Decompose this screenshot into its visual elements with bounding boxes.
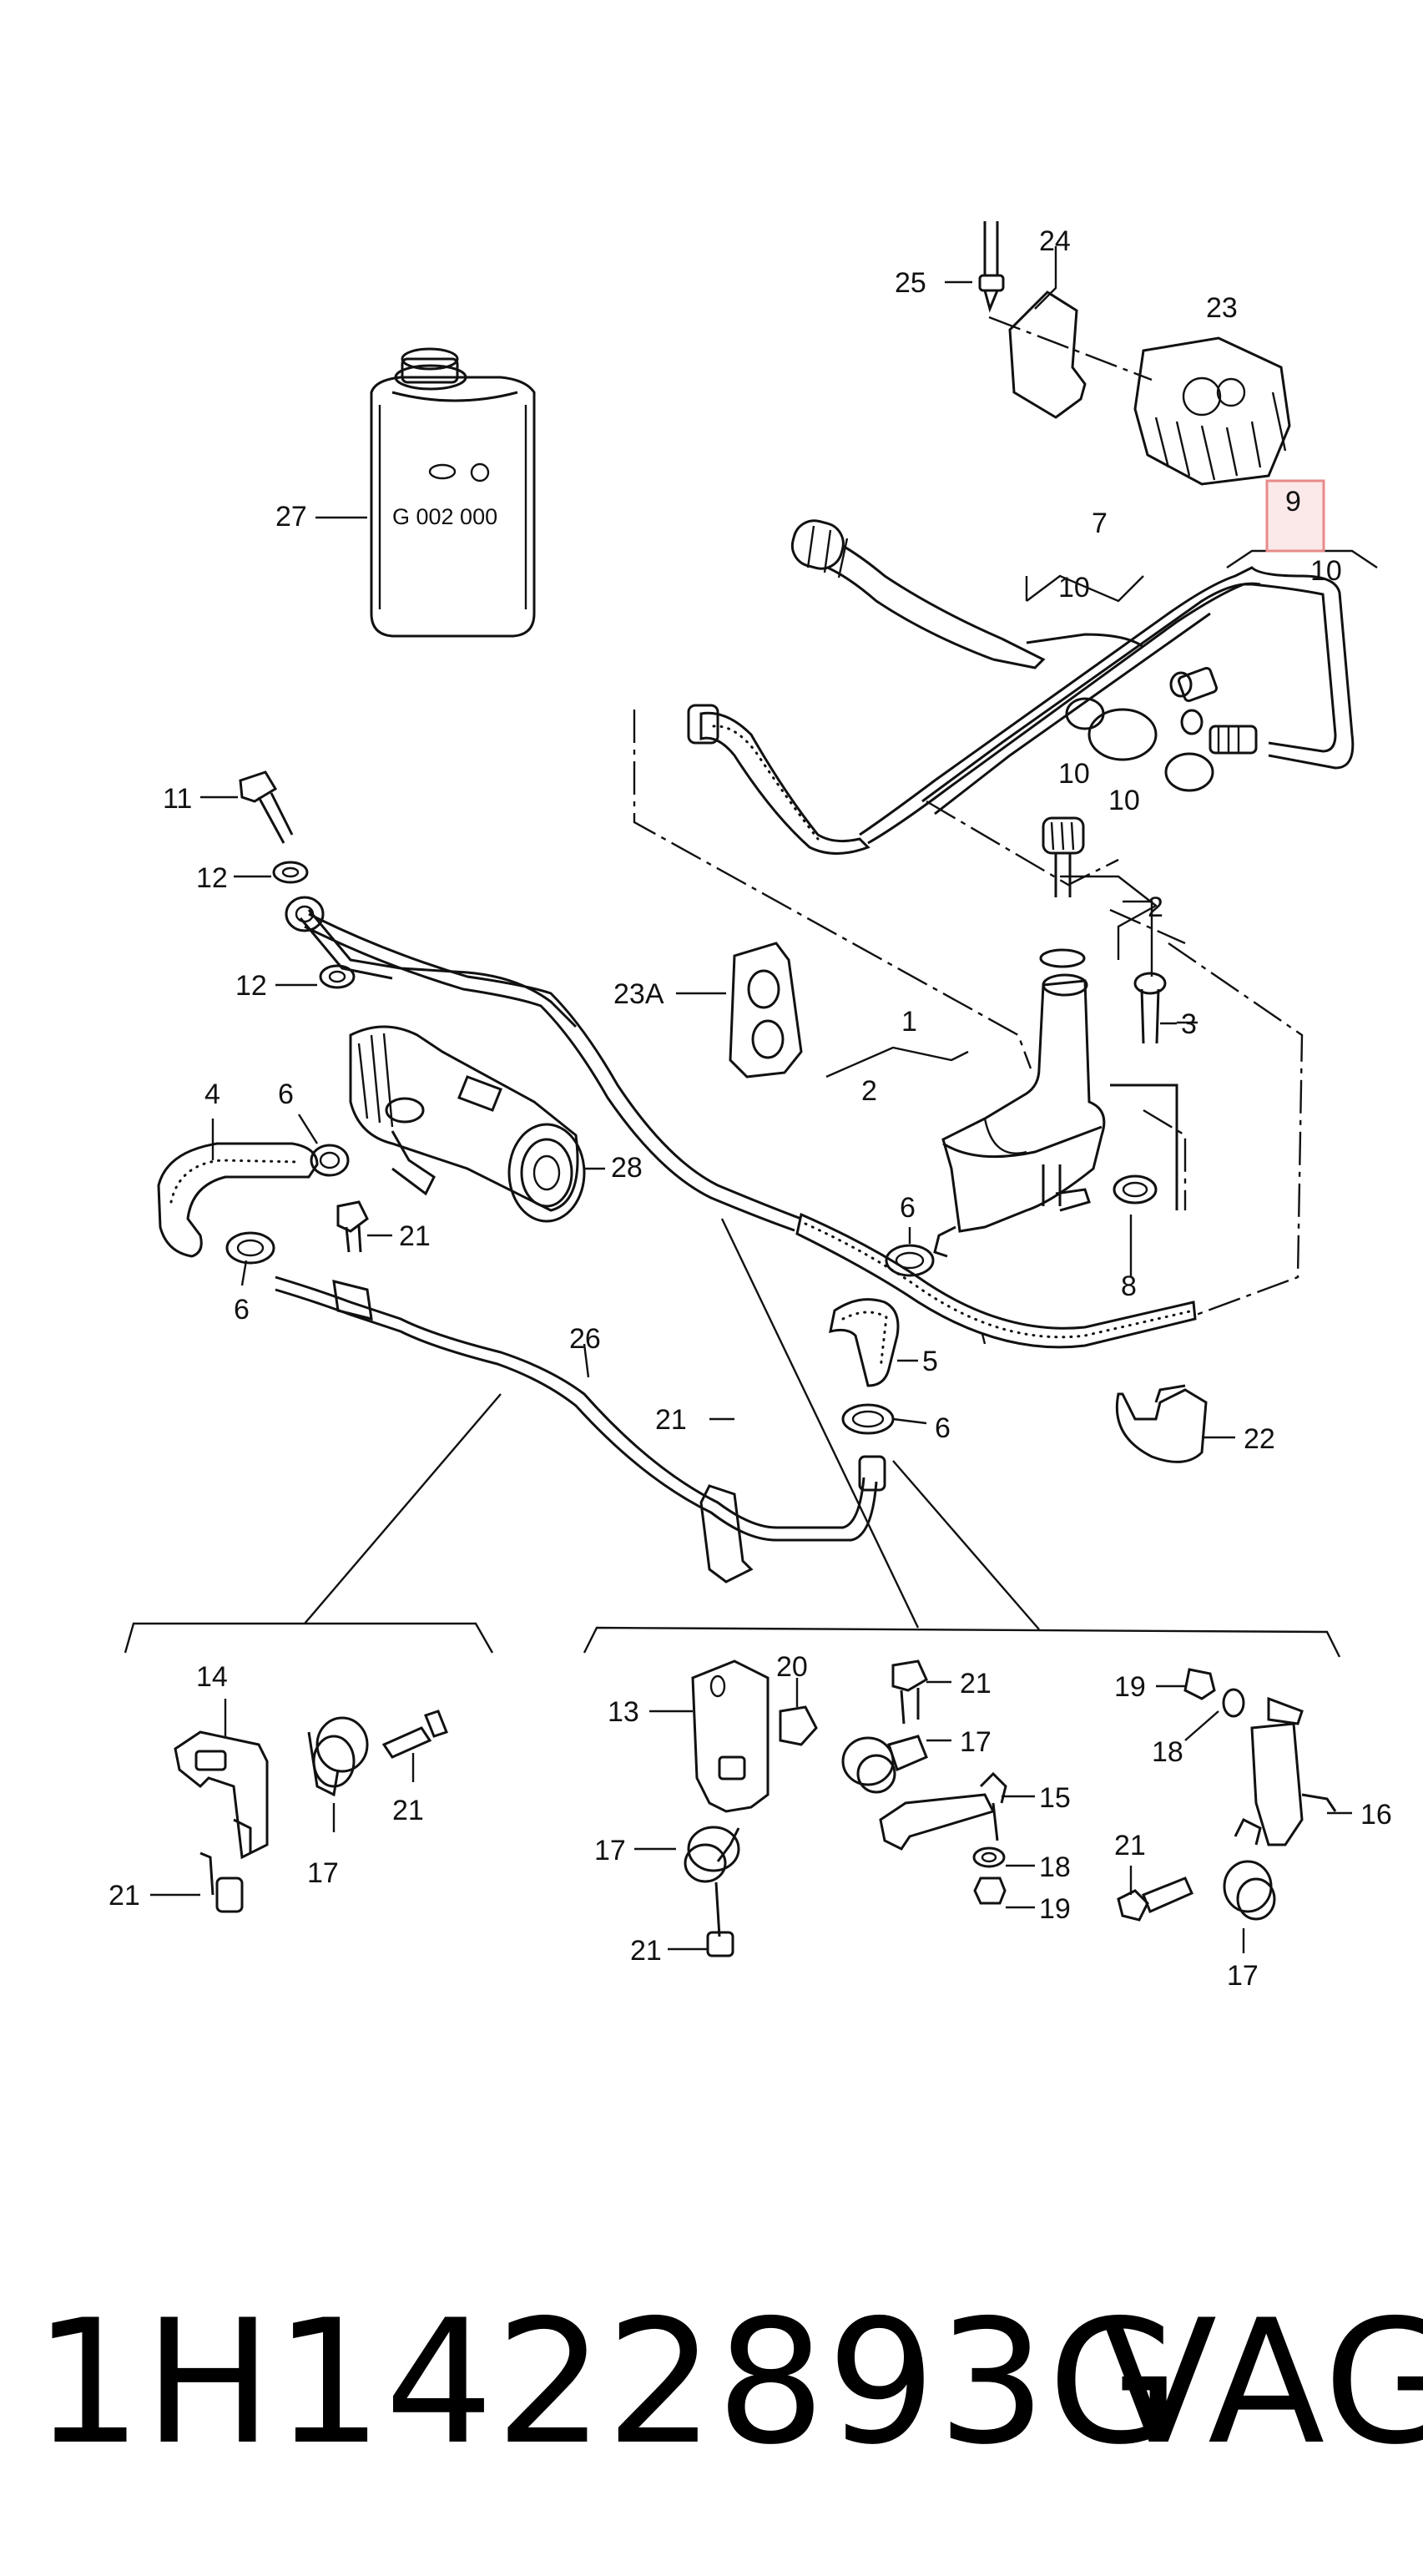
callout-22: 22 bbox=[1244, 1423, 1275, 1455]
callout-20: 20 bbox=[776, 1651, 808, 1683]
callout-18-right: 18 bbox=[1152, 1736, 1183, 1768]
clip-23a-illustration bbox=[729, 942, 803, 1078]
callout-9: 9 bbox=[1285, 486, 1301, 518]
callout-25: 25 bbox=[895, 267, 926, 299]
callout-6-left-bottom: 6 bbox=[234, 1294, 250, 1326]
callout-5: 5 bbox=[922, 1346, 938, 1377]
callout-16: 16 bbox=[1360, 1799, 1392, 1831]
part-number-text: 1H1422893G bbox=[33, 2284, 1183, 2483]
callout-21-mid: 21 bbox=[399, 1220, 431, 1252]
callout-18-middle: 18 bbox=[1039, 1851, 1071, 1883]
callout-10-bottom: 10 bbox=[1108, 785, 1140, 816]
fluid-can-illustration: G 002 000 bbox=[370, 347, 536, 638]
callout-2-left: 2 bbox=[861, 1075, 877, 1107]
callout-10-left: 10 bbox=[1058, 758, 1090, 790]
detail-group-middle-illustration bbox=[684, 1659, 1007, 1957]
relay-bracket-illustration bbox=[978, 221, 1291, 486]
group-brackets bbox=[124, 549, 1378, 1658]
detail-group-right-illustration bbox=[1117, 1668, 1337, 1922]
callout-21-left-bottom: 21 bbox=[108, 1880, 140, 1912]
callout-19-middle: 19 bbox=[1039, 1893, 1071, 1925]
callout-6-left-top: 6 bbox=[278, 1078, 294, 1110]
master-cylinder-illustration bbox=[239, 770, 586, 1223]
callout-10-top-right: 10 bbox=[1310, 555, 1342, 587]
callout-12-top: 12 bbox=[196, 862, 228, 894]
callout-27: 27 bbox=[275, 501, 307, 533]
callout-21-upper: 21 bbox=[655, 1404, 687, 1436]
callout-2-right: 2 bbox=[1148, 891, 1163, 923]
callout-13: 13 bbox=[608, 1696, 639, 1728]
callout-21-middle-bottom: 21 bbox=[630, 1935, 662, 1967]
callout-21-right: 21 bbox=[1114, 1830, 1146, 1861]
callout-1: 1 bbox=[901, 1006, 917, 1038]
can-label: G 002 000 bbox=[392, 504, 497, 529]
callout-7: 7 bbox=[1092, 508, 1108, 539]
left-hose-illustration bbox=[157, 1142, 369, 1265]
callout-4: 4 bbox=[204, 1078, 220, 1110]
callout-12-lower: 12 bbox=[235, 970, 267, 1002]
pipe-assembly-illustration bbox=[687, 519, 1355, 855]
reservoir-illustration bbox=[933, 816, 1178, 1258]
callout-17-left: 17 bbox=[307, 1857, 339, 1889]
leader-dash-lines bbox=[633, 710, 1304, 1345]
pipe-26-illustration bbox=[275, 1275, 886, 1583]
callout-6-center: 6 bbox=[900, 1192, 916, 1224]
detail-group-left-illustration bbox=[174, 1710, 448, 1913]
callout-10-under-7: 10 bbox=[1058, 572, 1090, 604]
callout-19-right: 19 bbox=[1114, 1671, 1146, 1703]
clamp-22-illustration bbox=[1115, 1384, 1208, 1463]
callout-28: 28 bbox=[611, 1152, 643, 1184]
callout-3: 3 bbox=[1181, 1008, 1197, 1040]
callout-15: 15 bbox=[1039, 1782, 1071, 1814]
callout-6-lower: 6 bbox=[935, 1412, 951, 1444]
callout-17-middle: 17 bbox=[960, 1726, 992, 1758]
callout-24: 24 bbox=[1039, 225, 1071, 257]
callout-14: 14 bbox=[196, 1661, 228, 1693]
callout-21-left-group: 21 bbox=[392, 1795, 424, 1826]
callout-17-middle-left: 17 bbox=[594, 1835, 626, 1866]
callout-23: 23 bbox=[1206, 292, 1238, 324]
callout-8: 8 bbox=[1121, 1270, 1137, 1302]
brand-text: VAG bbox=[1100, 2284, 1423, 2483]
callout-21-middle-top: 21 bbox=[960, 1668, 992, 1700]
callout-23a: 23A bbox=[613, 978, 664, 1010]
callout-11: 11 bbox=[163, 783, 192, 815]
callout-labels: 25 24 23 9 10 7 10 10 10 27 11 12 12 23A… bbox=[108, 225, 1392, 1992]
callout-leaders bbox=[150, 246, 1352, 1953]
callout-17-right: 17 bbox=[1227, 1960, 1259, 1992]
highlight-box bbox=[1265, 479, 1325, 553]
lower-pipes-illustration bbox=[304, 912, 1197, 1435]
callout-26: 26 bbox=[569, 1323, 601, 1355]
